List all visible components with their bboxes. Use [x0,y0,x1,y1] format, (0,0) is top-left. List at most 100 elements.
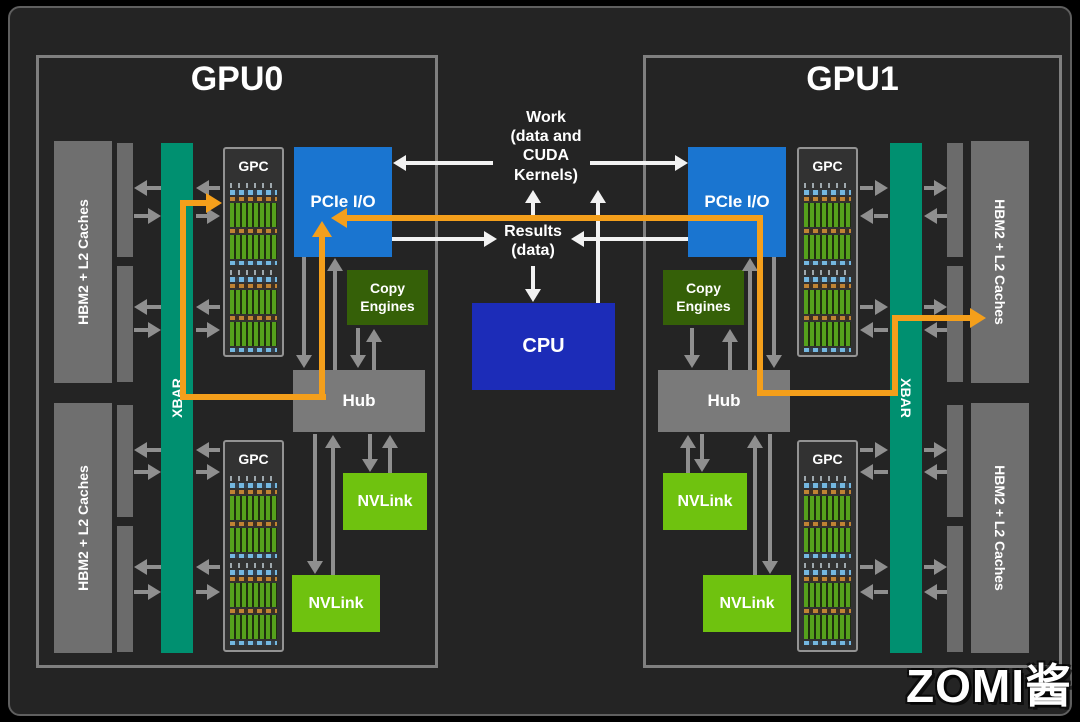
arrow-line [356,328,360,355]
arrow-line [700,434,704,459]
arrow-down-icon [762,561,778,574]
arrow-right-icon [934,442,947,458]
arrow-left-icon [924,322,937,338]
sm-array-texture [804,270,851,352]
gpu1-mem-slice [947,143,963,257]
watermark: ZOMI酱 [906,660,1072,712]
arrow-left-icon [860,464,873,480]
arrow-left-icon [860,322,873,338]
arrow-line [772,257,776,355]
arrow-left-icon [196,180,209,196]
sm-array-texture [230,183,277,265]
orange-path-segment [892,315,898,396]
arrow-line [924,186,935,190]
arrow-down-icon [296,355,312,368]
arrow-line [860,305,873,309]
hbm2-label: HBM2 + L2 Caches [992,199,1009,325]
arrow-line [531,203,535,220]
arrow-right-icon [934,299,947,315]
arrow-right-icon [934,180,947,196]
arrow-up-icon [742,258,758,271]
hbm2-label: HBM2 + L2 Caches [992,465,1009,591]
arrow-line [590,161,675,165]
arrow-down-icon [307,561,323,574]
arrow-line [146,448,161,452]
arrow-line [134,328,149,332]
arrow-line [686,448,690,473]
arrow-up-icon [680,435,696,448]
gpc-label: GPC [812,158,843,174]
gpu0-hbm2-lower: HBM2 + L2 Caches [54,403,112,653]
cpu-box: CPU [472,303,615,390]
orange-path-segment [319,236,325,400]
arrow-line [134,470,149,474]
arrow-up-icon [525,190,541,203]
gpu1-pcie-io: PCIe I/O [688,147,786,257]
gpc-label: GPC [238,158,269,174]
arrow-line [874,590,888,594]
arrow-left-icon [134,559,147,575]
gpu1-hbm2-lower: HBM2 + L2 Caches [971,403,1029,653]
gpu1-gpc-lower: GPC [797,440,858,652]
arrow-right-icon [148,208,161,224]
gpu1-gpc-upper: GPC [797,147,858,357]
arrow-line [874,328,888,332]
gpc-label: GPC [238,451,269,467]
gpu0-mem-slice [117,405,133,517]
results-arrow-left-icon [571,231,584,247]
orange-path-segment [757,215,763,396]
arrow-left-icon [134,299,147,315]
orange-path-segment [180,200,208,206]
arrow-left-icon [134,442,147,458]
arrow-right-icon [207,464,220,480]
arrow-line [924,448,935,452]
arrow-line [302,257,306,355]
gpu1-copy-engines: Copy Engines [663,270,744,325]
arrow-left-icon [924,584,937,600]
arrow-right-icon [148,464,161,480]
arrow-line [937,214,947,218]
gpu0-mem-slice [117,143,133,257]
gpu0-pcie-io: PCIe I/O [294,147,392,257]
gpu0-gpc-upper: GPC [223,147,284,357]
arrow-line [196,214,207,218]
gpu0-mem-slice [117,526,133,652]
arrow-line [196,470,207,474]
gpu0-mem-slice [117,266,133,382]
orange-path-segment [180,394,326,400]
orange-path-segment [892,315,972,321]
arrow-line [748,271,752,370]
orange-arrow-left-icon [331,208,347,228]
arrow-line [874,470,888,474]
sm-array-texture [804,183,851,265]
arrow-line [584,237,688,241]
gpu0-frame [36,55,438,668]
arrow-down-icon [525,289,541,302]
arrow-up-icon [366,329,382,342]
gpu1-mem-slice [947,405,963,517]
arrow-right-icon [875,442,888,458]
arrow-line [406,161,493,165]
sm-array-texture [230,563,277,645]
work-arrow-right-icon [675,155,688,171]
gpu0-title: GPU0 [190,60,284,98]
gpu1-nvlink-2: NVLink [703,575,791,632]
arrow-line [392,237,484,241]
gpu1-hub: Hub [658,370,790,432]
arrow-line [333,271,337,370]
orange-arrow-up-icon [312,221,332,237]
arrow-line [753,448,757,575]
xbar-label: XBAR [898,378,915,418]
sm-array-texture [230,270,277,352]
gpc-label: GPC [812,451,843,467]
arrow-line [690,328,694,355]
arrow-line [209,565,220,569]
arrow-down-icon [684,355,700,368]
results-label: Results (data) [504,223,562,260]
gpu1-hbm2-upper: HBM2 + L2 Caches [971,141,1029,383]
arrow-line [134,590,149,594]
hbm2-label: HBM2 + L2 Caches [75,465,92,591]
gpu0-hbm2-upper: HBM2 + L2 Caches [54,141,112,383]
gpu1-mem-slice [947,266,963,382]
arrow-line [937,590,947,594]
